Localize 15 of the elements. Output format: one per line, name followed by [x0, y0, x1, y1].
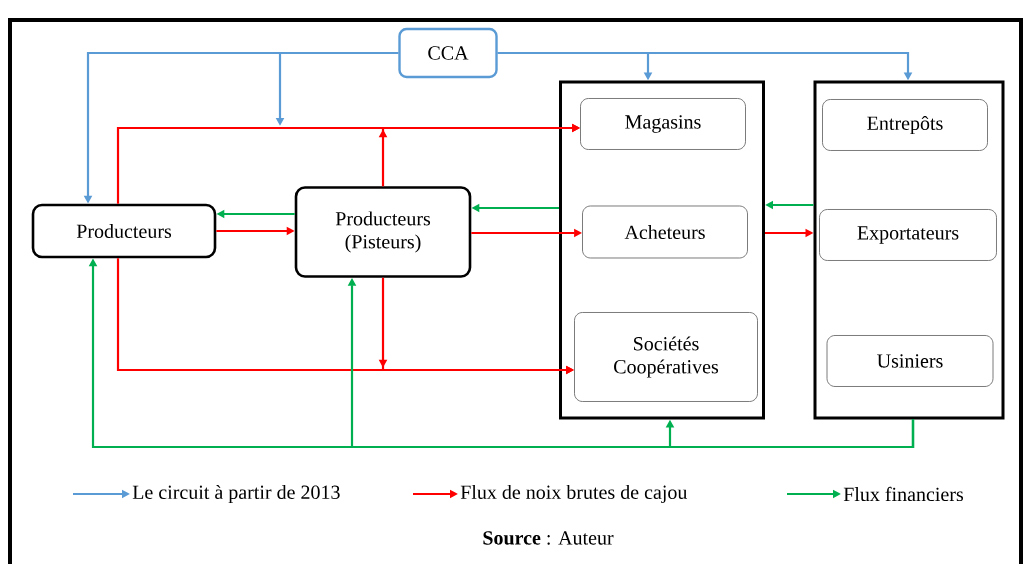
rounded-box: Exportateurs: [819, 209, 997, 261]
rounded-box: Producteurs (Pisteurs): [294, 186, 472, 278]
rounded-box: Magasins: [580, 98, 746, 150]
legend-text: Le circuit à partir de 2013: [132, 484, 340, 504]
rounded-box: CCA: [398, 27, 498, 79]
rounded-box: Usiniers: [826, 335, 994, 387]
group-box: [813, 80, 1005, 420]
source-note: Source : Auteur: [483, 531, 614, 545]
rounded-box: Acheteurs: [582, 205, 748, 259]
rounded-box: Entrepôts: [822, 99, 988, 151]
legend-text: Flux de noix brutes de cajou: [460, 484, 688, 504]
rounded-box: Producteurs: [31, 203, 217, 259]
legend-text: Flux financiers: [843, 486, 963, 502]
group-box: [559, 80, 765, 420]
rounded-box: Sociétés Coopératives: [574, 312, 758, 402]
